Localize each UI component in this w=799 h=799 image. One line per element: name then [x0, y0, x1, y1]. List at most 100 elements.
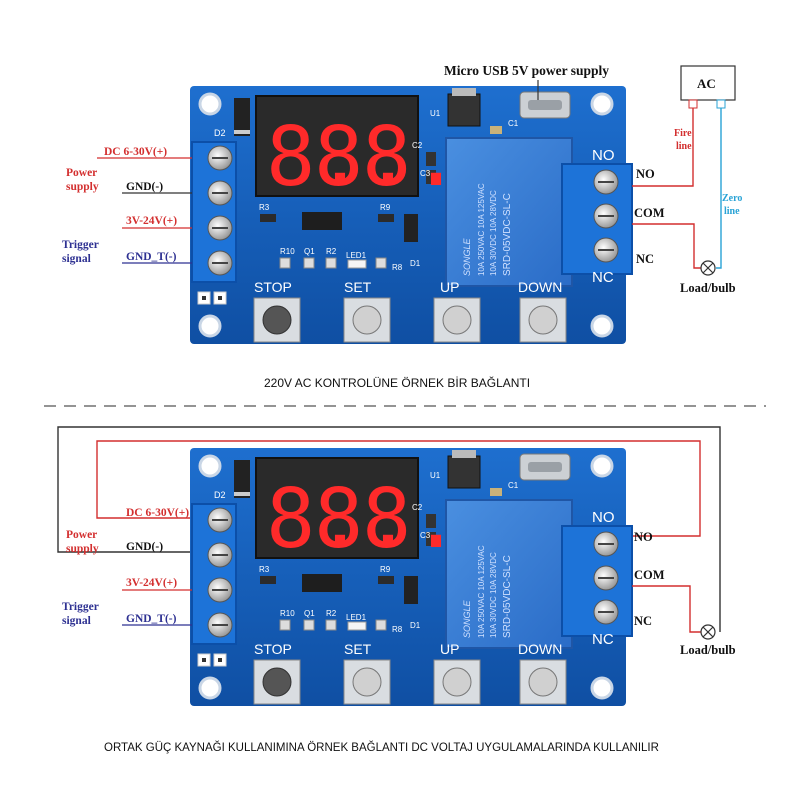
silk-d1: D1 [410, 621, 421, 630]
silk-r3: R3 [259, 565, 270, 574]
silk-u1: U1 [430, 471, 441, 480]
silk-r8: R8 [392, 263, 403, 272]
silk-c3: C3 [420, 531, 431, 540]
display-digit: 8. [362, 472, 461, 567]
ac-source-box [680, 65, 736, 101]
silk-led1: LED1 [346, 251, 367, 260]
bottom-diagram: D2 8. 8. 8. U1 C1 C2 C3 R3 R9 R10 Q1 R2 … [57, 426, 736, 754]
silk-q1: Q1 [304, 609, 315, 618]
silk-r2: R2 [326, 609, 337, 618]
silk-led1: LED1 [346, 613, 367, 622]
silk-no: NO [592, 509, 615, 526]
button-up[interactable]: UP [440, 641, 459, 657]
ac-minus [716, 99, 726, 109]
label-gnd-t: GND_T(-) [126, 613, 177, 625]
label-dc-in: DC 6-30V(+) [104, 146, 167, 158]
ac-plus [688, 99, 698, 109]
silk-r2: R2 [326, 247, 337, 256]
gnd-loop-wire [57, 426, 721, 632]
label-zero: Zero [722, 193, 742, 204]
caption-bottom: ORTAK GÜÇ KAYNAĞI KULLANIMINA ÖRNEK BAĞL… [104, 741, 659, 754]
label-com: COM [634, 568, 665, 582]
silk-nc: NC [592, 269, 614, 286]
label-power: Power [66, 529, 97, 541]
label-signal: signal [62, 615, 91, 627]
silk-r8: R8 [392, 625, 403, 634]
board-overlay-top: D2 8. 8. 8. U1 C1 C2 C3 R3 R9 R10 Q1 R2 … [214, 109, 615, 295]
silk-r10: R10 [280, 247, 295, 256]
button-stop[interactable]: STOP [254, 641, 292, 657]
com-wire [632, 223, 701, 269]
label-power: Power [66, 167, 97, 179]
relay-text-top: SONGLE 10A 250VAC 10A 125VAC 10A 30VDC 1… [462, 183, 513, 276]
label-gnd: GND(-) [126, 541, 163, 553]
label-fire-line: line [676, 141, 692, 152]
label-zero-line: line [724, 206, 740, 217]
button-down[interactable]: DOWN [518, 641, 562, 657]
label-gnd-t: GND_T(-) [126, 251, 177, 263]
caption-top: 220V AC KONTROLÜNE ÖRNEK BİR BAĞLANTI [264, 375, 530, 390]
silk-no: NO [592, 147, 615, 164]
label-fire: Fire [674, 128, 692, 139]
label-dc-in: DC 6-30V(+) [126, 507, 189, 519]
button-down[interactable]: DOWN [518, 279, 562, 295]
relay-rating-2: 10A 30VDC 10A 28VDC [489, 552, 498, 638]
display-digit: 8. [362, 110, 461, 205]
relay-rating-1: 10A 250VAC 10A 125VAC [477, 183, 486, 276]
label-trigger: Trigger [62, 601, 99, 613]
label-trig-v: 3V-24V(+) [126, 577, 177, 589]
board-overlay-bottom: D2 8. 8. 8. U1 C1 C2 C3 R3 R9 R10 Q1 R2 … [214, 471, 615, 657]
label-supply: supply [66, 181, 99, 193]
dc-loop-wire [96, 440, 701, 537]
label-ac: AC [697, 76, 716, 91]
zero-wire [716, 108, 722, 269]
button-set[interactable]: SET [344, 279, 372, 295]
silk-c3: C3 [420, 169, 431, 178]
label-trig-v: 3V-24V(+) [126, 215, 177, 227]
relay-rating-2: 10A 30VDC 10A 28VDC [489, 190, 498, 276]
display-digit: 8. [314, 110, 413, 205]
label-gnd: GND(-) [126, 181, 163, 193]
bulb-icon [700, 624, 716, 640]
label-trigger: Trigger [62, 239, 99, 251]
button-stop[interactable]: STOP [254, 279, 292, 295]
button-set[interactable]: SET [344, 641, 372, 657]
silk-c2: C2 [412, 141, 423, 150]
label-nc: NC [634, 614, 652, 628]
relay-brand: SONGLE [462, 237, 472, 276]
label-com: COM [634, 206, 665, 220]
label-no: NO [634, 530, 653, 544]
silk-r9: R9 [380, 203, 391, 212]
silk-r9: R9 [380, 565, 391, 574]
seven-seg-display: 8. 8. 8. [266, 110, 461, 205]
display-digit: 8. [266, 472, 365, 567]
top-diagram: D2 8. 8. 8. U1 C1 C2 C3 R3 R9 R10 Q1 R2 … [62, 63, 742, 390]
relay-model: SRD-05VDC-SL-C [502, 193, 513, 276]
com-wire [632, 585, 701, 633]
button-up[interactable]: UP [440, 279, 459, 295]
silk-r10: R10 [280, 609, 295, 618]
display-digit: 8. [266, 110, 365, 205]
relay-model: SRD-05VDC-SL-C [502, 555, 513, 638]
relay-text-bottom: SONGLE 10A 250VAC 10A 125VAC 10A 30VDC 1… [462, 545, 513, 638]
relay-brand: SONGLE [462, 599, 472, 638]
bulb-icon [700, 260, 716, 276]
silk-c1: C1 [508, 119, 519, 128]
label-load: Load/bulb [680, 643, 736, 657]
silk-c2: C2 [412, 503, 423, 512]
silk-c1: C1 [508, 481, 519, 490]
display-digit: 8. [314, 472, 413, 567]
label-nc: NC [636, 252, 654, 266]
fire-wire [632, 108, 694, 187]
silk-d2: D2 [214, 128, 226, 138]
label-signal: signal [62, 253, 91, 265]
label-supply: supply [66, 543, 99, 555]
label-usb: Micro USB 5V power supply [444, 63, 609, 78]
relay-rating-1: 10A 250VAC 10A 125VAC [477, 545, 486, 638]
silk-r3: R3 [259, 203, 270, 212]
label-load: Load/bulb [680, 281, 736, 295]
seven-seg-display: 8. 8. 8. [266, 472, 461, 567]
silk-d2: D2 [214, 490, 226, 500]
silk-q1: Q1 [304, 247, 315, 256]
